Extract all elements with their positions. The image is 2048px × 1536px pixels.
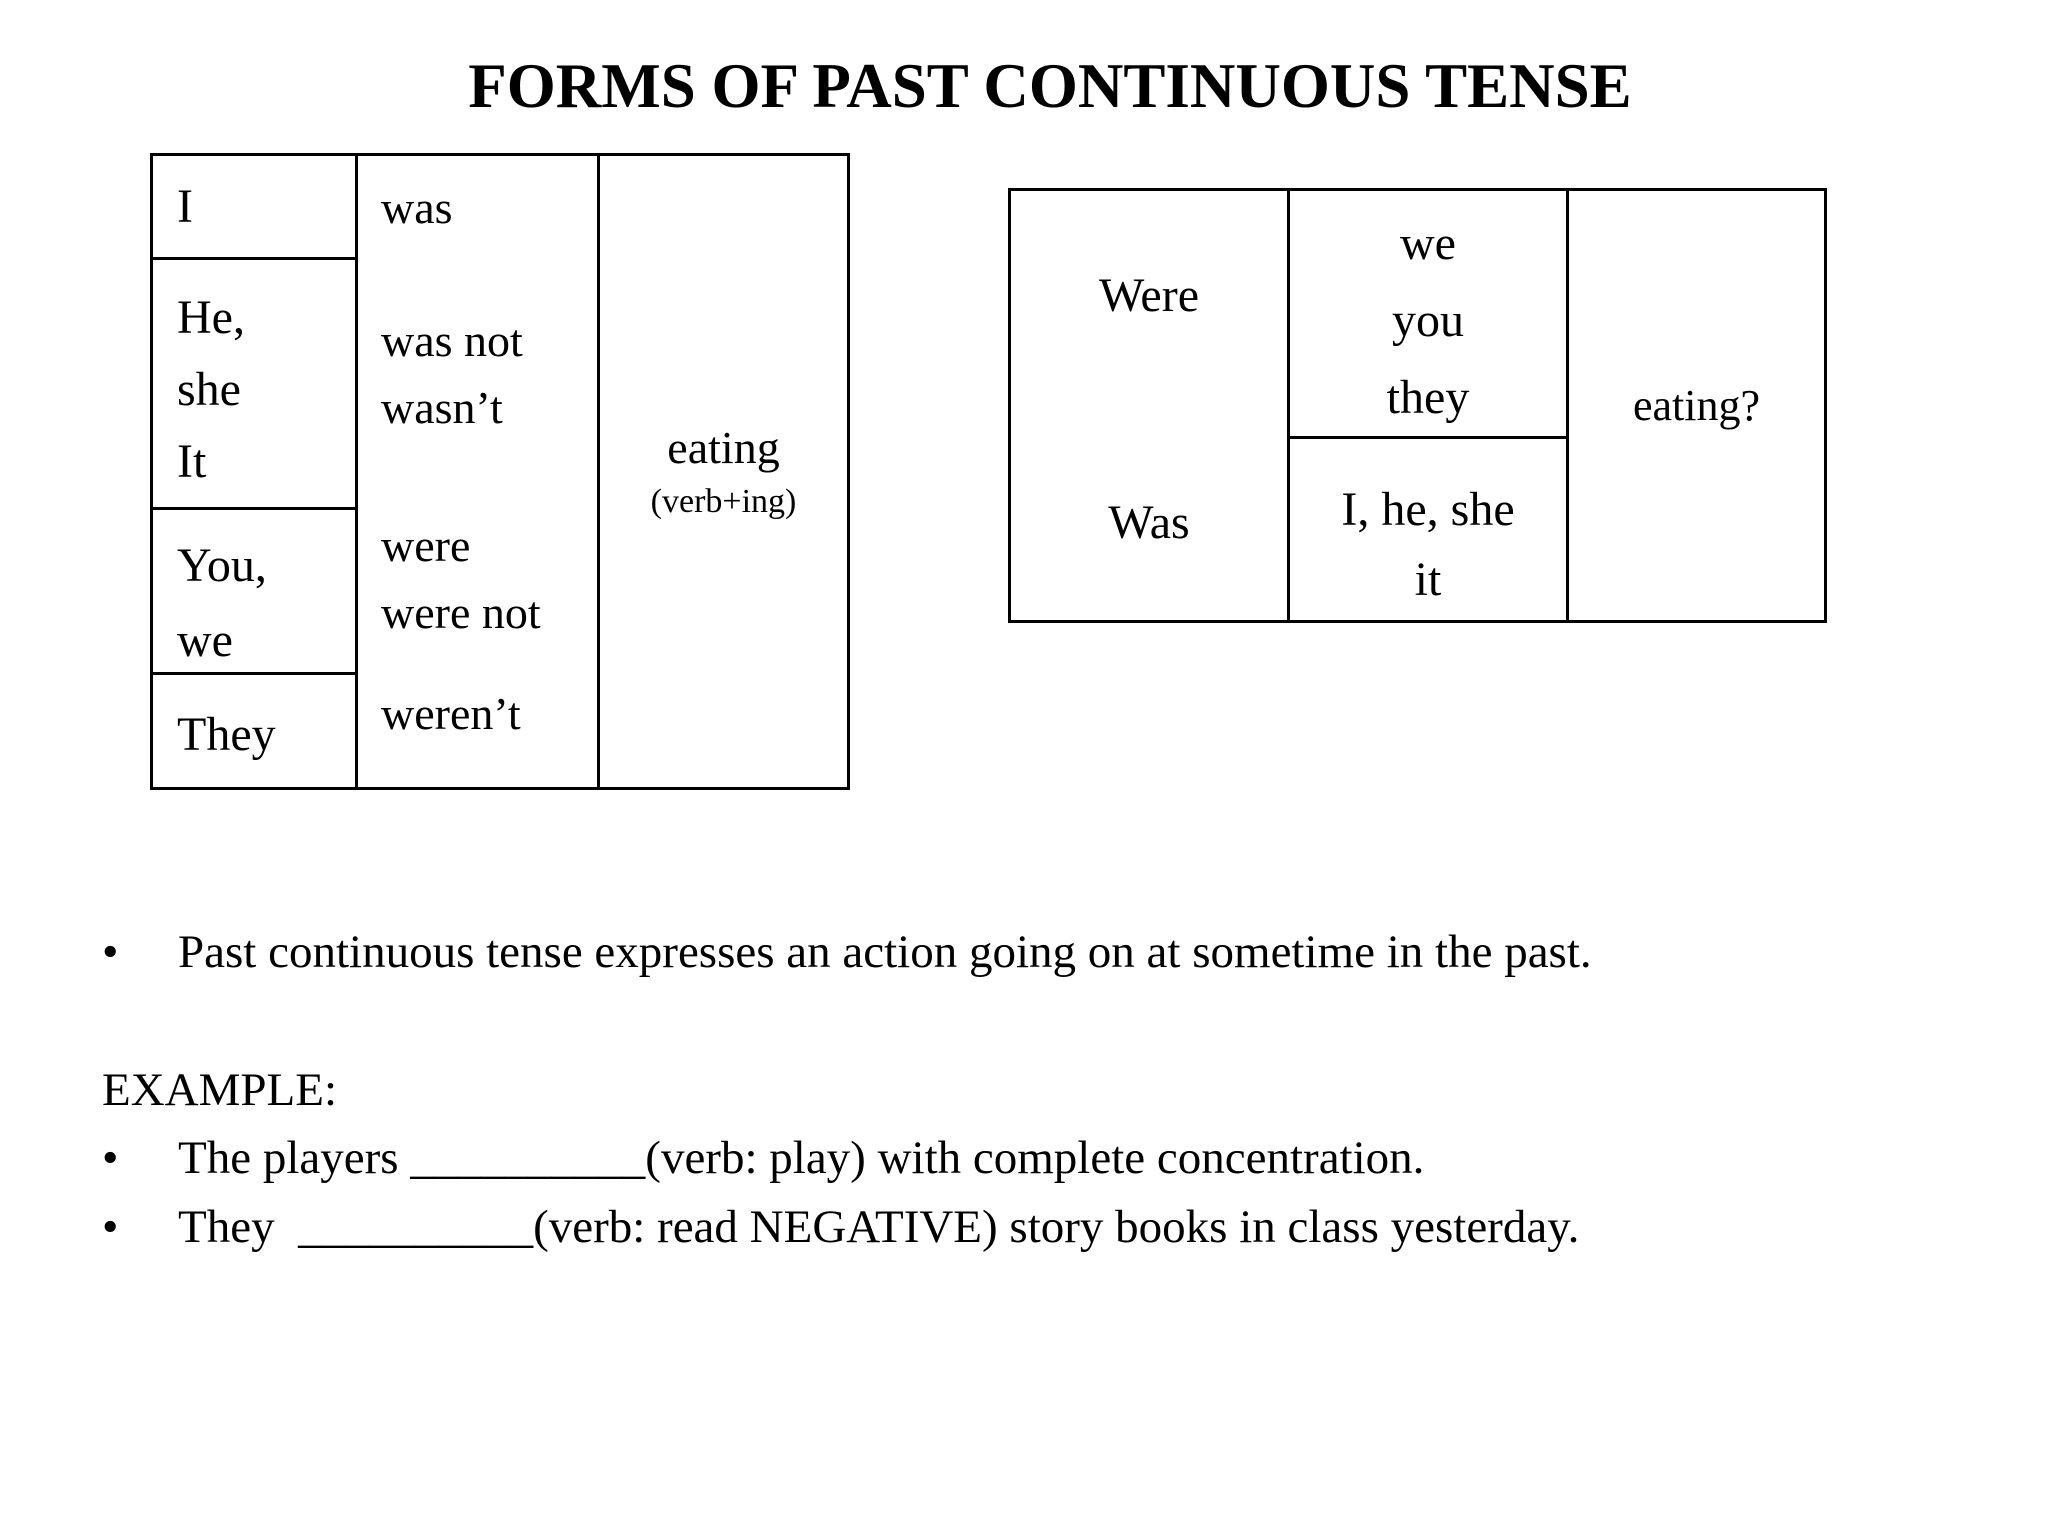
subject-text: we [1400, 217, 1456, 270]
question-forms-table: Were Was we you they I, he, she it eatin… [1008, 188, 1827, 623]
subject-text: you [1392, 294, 1464, 347]
pronoun-text: You, [177, 539, 267, 592]
pronoun-text: They [177, 708, 276, 761]
pronoun-text: she [177, 363, 241, 416]
verb-form-were-not: were not [381, 587, 541, 638]
statement-forms-table: I He, she It You, we They was was not wa… [150, 153, 850, 790]
verb-form-was-not: was not [381, 315, 523, 366]
example-sentence-2: They __________(verb: read NEGATIVE) sto… [178, 1201, 1580, 1253]
aux-were: Were [1098, 269, 1200, 322]
subject-cell-singular: I, he, she it [1290, 439, 1566, 615]
pronoun-text: It [177, 435, 207, 488]
pronoun-cell-you-we: You, we [153, 510, 355, 675]
verb-form-was: was [381, 182, 453, 233]
pronoun-cell-i: I [153, 156, 355, 260]
verb-form-werent: weren’t [381, 688, 521, 739]
main-verb-note: (verb+ing) [650, 482, 797, 520]
verb-form-wasnt: wasn’t [381, 382, 503, 433]
example-sentence-1: The players __________(verb: play) with … [178, 1132, 1425, 1184]
example-heading: EXAMPLE: [102, 1056, 337, 1125]
main-verb-column: eating (verb+ing) [600, 156, 847, 787]
pronoun-text: He, [177, 291, 245, 344]
auxiliary-column: Were Was [1011, 191, 1290, 620]
example-heading-text: EXAMPLE: [102, 1064, 337, 1116]
aux-was: Was [1108, 496, 1190, 549]
verb-form-were: were [381, 520, 471, 571]
bullet-icon: • [102, 926, 119, 978]
pronoun-column: I He, she It You, we They [153, 156, 358, 787]
pronoun-cell-he-she-it: He, she It [153, 260, 355, 510]
question-verb-cell: eating? [1569, 191, 1824, 620]
pronoun-cell-they: They [153, 675, 355, 787]
page-title: FORMS OF PAST CONTINUOUS TENSE [468, 51, 1632, 121]
usage-bullet-line: • Past continuous tense expresses an act… [102, 918, 1592, 987]
usage-text: Past continuous tense expresses an actio… [178, 926, 1592, 978]
bullet-icon: • [102, 1132, 119, 1184]
subject-text: I, he, she [1341, 483, 1515, 536]
subject-text: they [1386, 371, 1470, 424]
subject-cell-plural: we you they [1290, 191, 1566, 439]
example-bullet-line-2: • They __________(verb: read NEGATIVE) s… [102, 1193, 1579, 1262]
example-bullet-line-1: • The players __________(verb: play) wit… [102, 1124, 1424, 1193]
main-verb: eating [667, 421, 780, 473]
pronoun-text: I [177, 180, 193, 233]
pronoun-text: we [177, 614, 233, 667]
question-verb: eating? [1632, 381, 1761, 430]
subject-column: we you they I, he, she it [1290, 191, 1569, 620]
subject-text: it [1414, 553, 1442, 606]
bullet-icon: • [102, 1201, 119, 1253]
verb-form-column: was was not wasn’t were were not weren’t [358, 156, 600, 787]
